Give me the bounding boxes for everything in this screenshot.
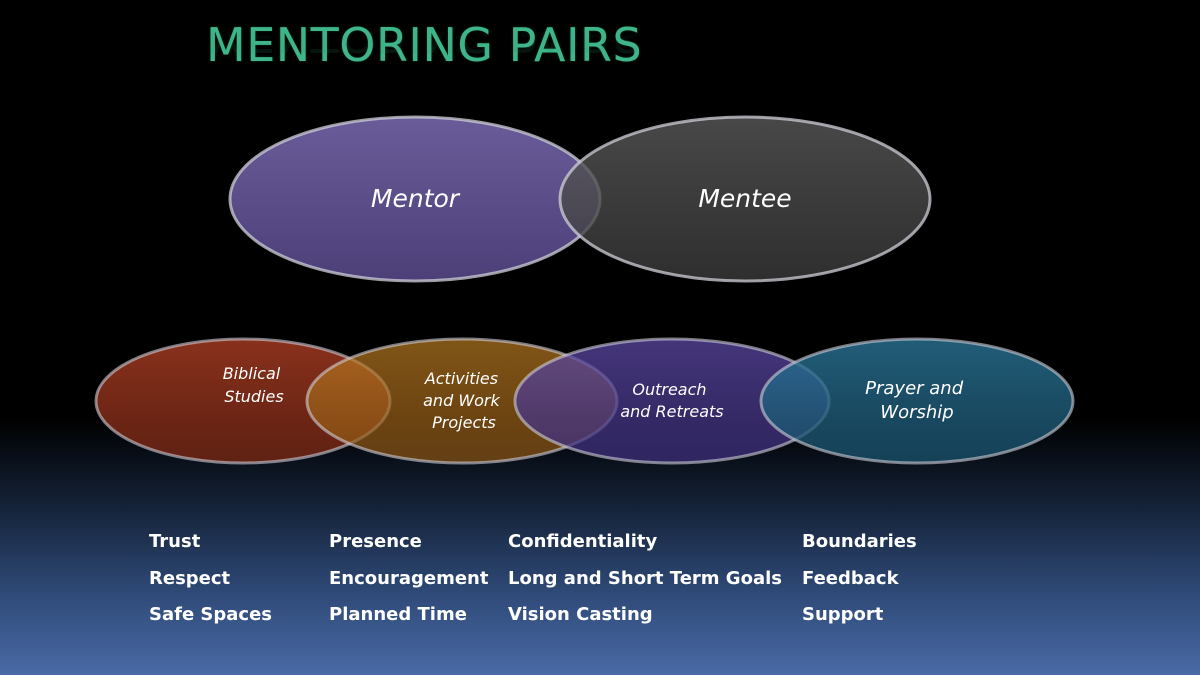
qualities-column-4: Boundaries Feedback Support <box>802 530 917 640</box>
quality-item: Planned Time <box>329 604 467 625</box>
quality-item: Feedback <box>802 567 899 589</box>
prayer-worship-label: Prayer and Worship <box>865 378 969 423</box>
quality-item: Confidentiality <box>508 531 658 552</box>
mentor-label: Mentor <box>371 184 461 213</box>
quality-item: Vision Casting <box>508 604 653 625</box>
quality-item: Encouragement <box>329 567 489 589</box>
mentee-circle <box>558 115 932 283</box>
biblical-studies-label: Biblical Studies <box>223 364 286 406</box>
page-title: MENTORING PAIRS <box>206 18 643 72</box>
quality-item: Trust <box>149 531 201 552</box>
quality-item: Safe Spaces <box>149 604 273 625</box>
quality-item: Respect <box>149 567 231 589</box>
activities-label: Activities and Work Projects <box>423 369 505 432</box>
quality-item: Boundaries <box>802 531 917 552</box>
qualities-column-1: Trust Respect Safe Spaces <box>149 530 272 640</box>
mentee-label: Mentee <box>698 184 791 213</box>
prayer-worship-circle <box>759 337 1075 465</box>
qualities-column-2: Presence Encouragement Planned Time <box>329 530 488 640</box>
quality-item: Presence <box>329 531 422 552</box>
qualities-column-3: Confidentiality Long and Short Term Goal… <box>508 530 782 640</box>
quality-item: Long and Short Term Goals <box>508 567 782 589</box>
outreach-label: Outreach and Retreats <box>620 380 723 421</box>
quality-item: Support <box>802 604 884 625</box>
